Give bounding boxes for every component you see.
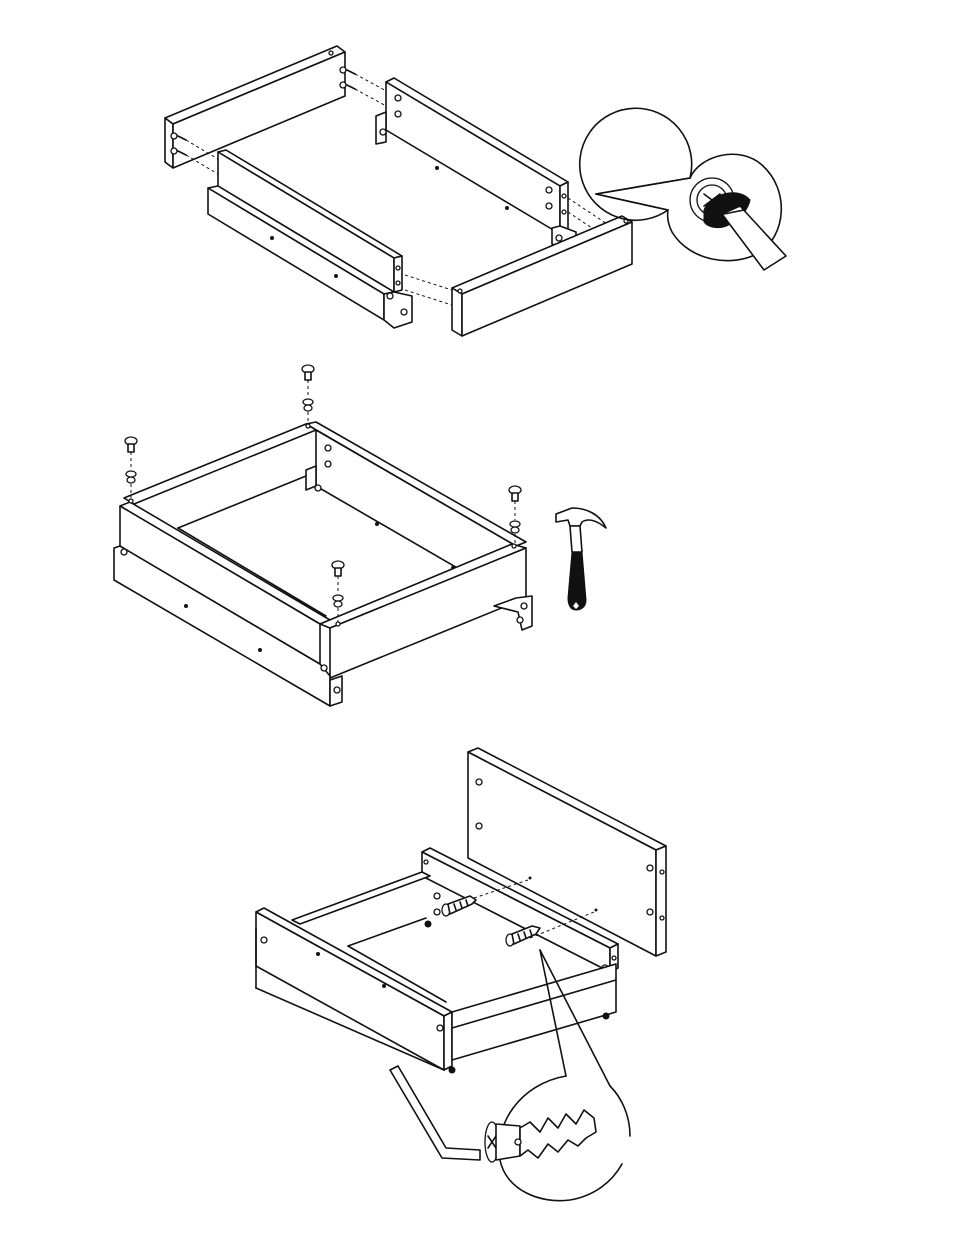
back-panel — [165, 46, 355, 168]
hammer-icon — [556, 508, 606, 610]
step-3-attach-bottom — [256, 748, 666, 1201]
cam-screw-upper — [442, 896, 476, 916]
front-panel — [452, 216, 632, 336]
step-1-drawer-frame-exploded — [165, 46, 786, 336]
left-side-panel — [208, 150, 412, 328]
screw-front-left — [332, 561, 344, 622]
screw-back-left — [125, 437, 137, 498]
screw-back-right — [302, 365, 314, 424]
cam-screw-lower — [506, 926, 540, 946]
right-side-panel — [376, 78, 576, 248]
step-2-frame-assembled — [114, 365, 606, 706]
allen-key-icon — [390, 1066, 480, 1160]
